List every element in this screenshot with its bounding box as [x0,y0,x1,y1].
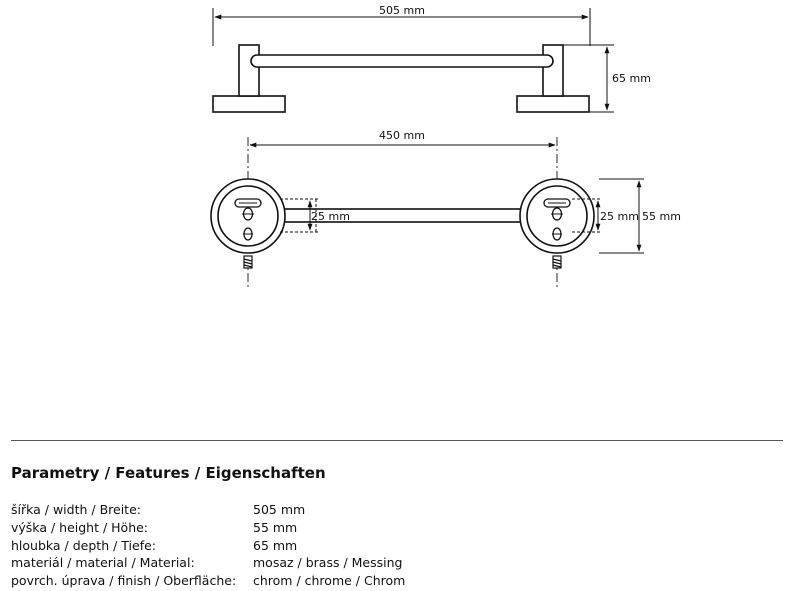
dim-side-width: 505 mm [379,4,425,17]
rod-side [250,54,554,68]
param-label: hloubka / depth / Tiefe: [11,537,156,553]
param-value: mosaz / brass / Messing [253,555,403,571]
param-value: 55 mm [253,519,298,535]
param-value: 505 mm [253,502,306,517]
parameters-table: šířka / width / Breite: 505 mm výška / h… [11,501,511,590]
dim-front-width: 450 mm [379,129,425,142]
dim-rosette: 55 mm [642,210,681,223]
separator-line [11,440,783,441]
param-label: šířka / width / Breite: [11,502,141,517]
param-row-material: materiál / material / Material: mosaz / … [11,554,511,572]
param-label: povrch. úprava / finish / Oberfläche: [11,573,237,588]
param-row-finish: povrch. úprava / finish / Oberfläche: ch… [11,572,511,590]
right-rosette [519,178,595,254]
param-row-width: šířka / width / Breite: 505 mm [11,501,511,519]
param-value: chrom / chrome / Chrom [253,573,406,588]
dim-rod-right: 25 mm [600,210,639,223]
param-row-depth: hloubka / depth / Tiefe: 65 mm [11,537,511,555]
side-view [212,8,614,113]
front-view [210,137,644,288]
dim-rod-left: 25 mm [311,210,350,223]
dim-side-height: 65 mm [612,72,651,85]
param-value: 65 mm [253,537,298,553]
left-screw [243,255,253,269]
dim-box-rod-right [572,198,602,233]
parameters-heading: Parametry / Features / Eigenschaften [11,464,326,482]
right-screw [552,255,562,269]
param-label: výška / height / Höhe: [11,519,149,535]
param-label: materiál / material / Material: [11,555,195,571]
left-bracket-side [212,44,286,113]
left-rosette [210,178,286,254]
technical-drawing: 505 mm 65 mm [210,4,681,288]
dim-box-rod-left [280,198,318,233]
param-row-height: výška / height / Höhe: 55 mm [11,519,511,537]
